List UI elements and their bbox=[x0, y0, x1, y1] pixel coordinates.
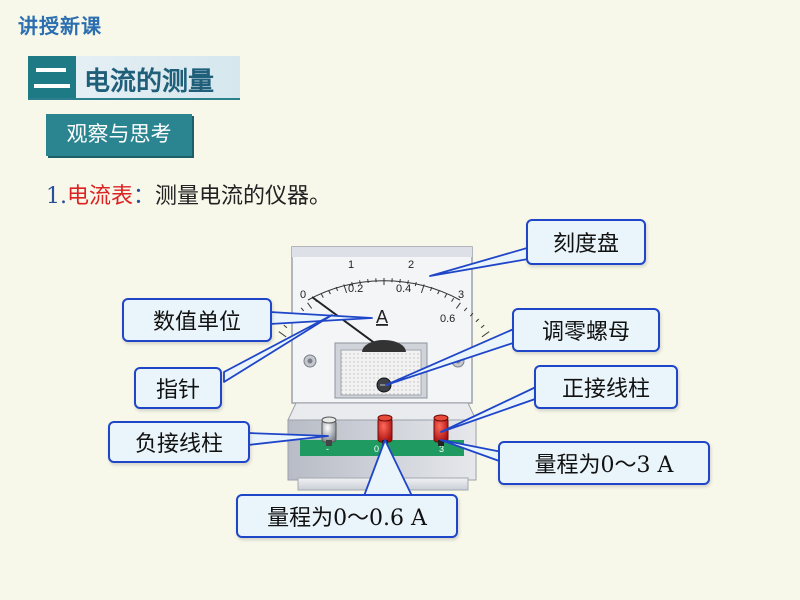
scale-tick bbox=[475, 318, 480, 323]
scale-tick bbox=[420, 284, 425, 294]
scale-tick bbox=[300, 307, 305, 312]
callout-zero-adjust: 调零螺母 bbox=[512, 308, 660, 352]
intro-colon: ： bbox=[133, 184, 156, 209]
scale-top-3: 3 bbox=[458, 289, 464, 301]
scale-tick bbox=[469, 312, 474, 317]
scale-tick bbox=[320, 293, 324, 298]
terminal-3 bbox=[433, 414, 449, 446]
terminal-label-neg: - bbox=[326, 444, 329, 454]
scale-tick bbox=[414, 281, 417, 287]
scale-tick bbox=[437, 290, 440, 295]
header-tag: 讲授新课 bbox=[18, 14, 102, 38]
pointer-pointer bbox=[223, 314, 333, 383]
scale-tick bbox=[335, 286, 339, 291]
callout-unit: 数值单位 bbox=[122, 298, 272, 342]
callout-range-0-6: 量程为0～0.6 A bbox=[236, 494, 458, 538]
scale-tick bbox=[307, 302, 313, 309]
meter-pointer bbox=[311, 296, 385, 351]
terminal-label-06: 0.6 bbox=[374, 444, 387, 454]
scale-tick bbox=[451, 297, 455, 302]
callout-dial: 刻度盘 bbox=[526, 219, 646, 265]
callout-pointer: 指针 bbox=[134, 367, 222, 409]
section-title: 电流的测量 bbox=[28, 56, 240, 100]
scale-top-0: 0 bbox=[300, 289, 306, 301]
scale-tick bbox=[328, 290, 331, 295]
scale-bottom-3: 0.6 bbox=[440, 313, 455, 325]
scale-tick bbox=[283, 324, 288, 329]
callout-positive-terminal: 正接线柱 bbox=[534, 365, 678, 409]
scale-tick bbox=[399, 278, 401, 284]
scale-bottom-1: 0.2 bbox=[348, 283, 363, 295]
scale-bottom-2: 0.4 bbox=[396, 283, 411, 295]
scale-top-1: 1 bbox=[348, 259, 354, 271]
scale-tick bbox=[367, 278, 369, 284]
scale-tick bbox=[480, 324, 485, 329]
scale-tick bbox=[481, 331, 490, 338]
scale-tick bbox=[351, 281, 354, 287]
meter-unit-symbol: A bbox=[376, 307, 388, 327]
observe-label: 观察与思考 bbox=[46, 114, 192, 156]
section-number-icon bbox=[28, 56, 76, 98]
scale-tick bbox=[455, 302, 461, 309]
scale-tick bbox=[463, 307, 468, 312]
scale-tick bbox=[429, 286, 433, 291]
scale-tick bbox=[407, 280, 409, 285]
callout-range-3: 量程为0～3 A bbox=[498, 441, 710, 485]
scale-tick bbox=[343, 284, 348, 294]
intro-number: 1. bbox=[46, 184, 67, 209]
callout-negative-terminal: 负接线柱 bbox=[108, 421, 250, 463]
section-title-text: 电流的测量 bbox=[84, 67, 215, 97]
terminal-negative bbox=[321, 416, 337, 446]
terminal-label-3: 3 bbox=[439, 444, 444, 454]
intro-term: 电流表 bbox=[67, 184, 134, 209]
scale-tick bbox=[359, 280, 361, 285]
scale-tick bbox=[444, 293, 448, 298]
intro-text: 测量电流的仪器。 bbox=[155, 184, 332, 209]
scale-tick bbox=[278, 331, 287, 338]
intro-line: 1.电流表：测量电流的仪器。 bbox=[46, 178, 331, 210]
scale-top-2: 2 bbox=[408, 259, 414, 271]
